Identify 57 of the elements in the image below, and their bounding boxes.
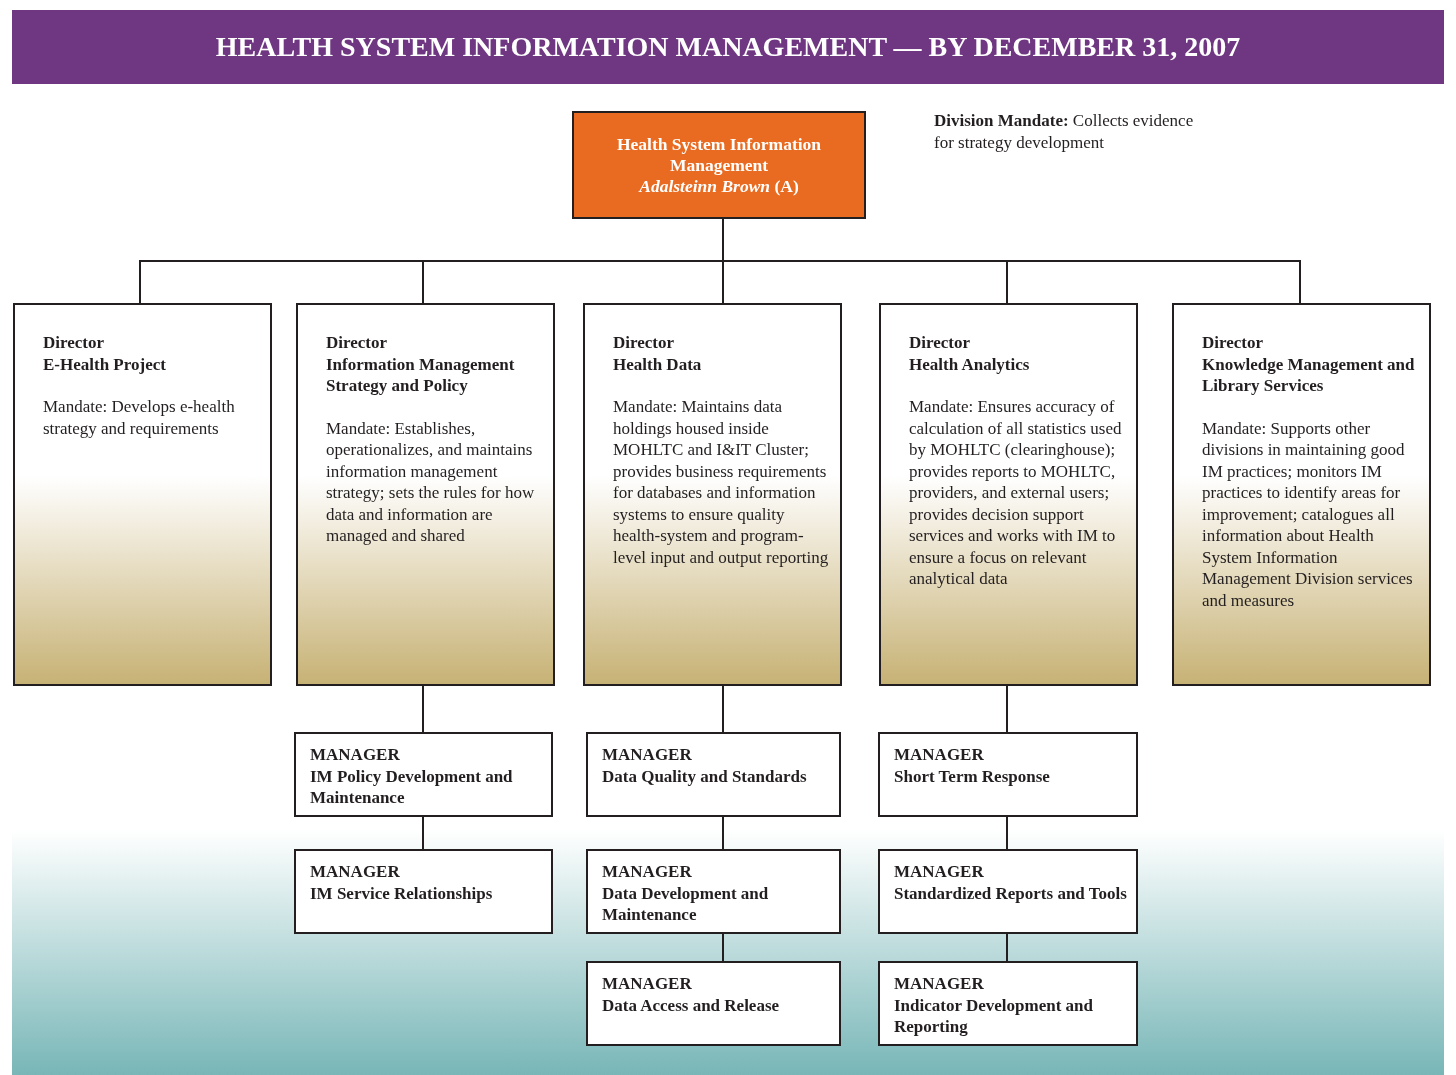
unit-name: Short Term Response bbox=[894, 765, 1051, 787]
connector-line bbox=[422, 816, 424, 850]
manager-box bbox=[586, 732, 841, 817]
director-box bbox=[296, 303, 555, 686]
unit-name: E-Health Project bbox=[43, 353, 167, 375]
role-title: MANAGER bbox=[894, 861, 985, 883]
connector-line bbox=[422, 685, 424, 733]
unit-name: Indicator Development and Reporting bbox=[894, 994, 1094, 1038]
connector-line bbox=[722, 816, 724, 850]
director-box bbox=[583, 303, 842, 686]
connector-line bbox=[1006, 816, 1008, 850]
unit-name: Information Management Strategy and Policy bbox=[326, 353, 516, 397]
role-title: Director bbox=[613, 332, 676, 354]
manager-box bbox=[294, 849, 553, 934]
manager-box bbox=[878, 732, 1138, 817]
unit-name: IM Policy Development and Maintenance bbox=[310, 765, 514, 809]
unit-name: Health Analytics bbox=[909, 353, 1031, 375]
mandate-text: Mandate: Develops e-health strategy and requirements bbox=[43, 396, 236, 439]
division-box bbox=[572, 111, 866, 219]
connector-line bbox=[722, 933, 724, 962]
mandate-text: Mandate: Establishes, operationalizes, and maintains information management strategy; sets the rules for how data and information are managed and shared bbox=[326, 417, 536, 547]
role-title: MANAGER bbox=[602, 861, 693, 883]
director-box bbox=[13, 303, 272, 686]
role-title: MANAGER bbox=[310, 861, 401, 883]
unit-name: Health Data bbox=[613, 353, 703, 375]
unit-name: Data Access and Release bbox=[602, 994, 781, 1016]
connector-line bbox=[722, 685, 724, 733]
division-name: Health System Information Management bbox=[615, 133, 823, 176]
connector-line bbox=[1006, 685, 1008, 733]
mandate-text: Mandate: Maintains data holdings housed inside MOHLTC and I&IT Cluster; provides business requirements for databases and information systems to ensure quality health-system and program-level input and output reporting bbox=[613, 396, 830, 568]
unit-name: IM Service Relationships bbox=[310, 882, 494, 904]
director-box bbox=[1172, 303, 1431, 686]
manager-box bbox=[586, 849, 841, 934]
head-name: Adalsteinn Brown (A) bbox=[637, 175, 800, 197]
role-title: Director bbox=[43, 332, 106, 354]
role-title: MANAGER bbox=[310, 744, 401, 766]
role-title: MANAGER bbox=[602, 973, 693, 995]
mandate-text: Mandate: Supports other divisions in maintaining good IM practices; monitors IM practices to identify areas for improvement; catalogues all information about Health System Information Management Division services and measures bbox=[1202, 417, 1414, 611]
manager-box bbox=[878, 849, 1138, 934]
role-title: MANAGER bbox=[894, 973, 985, 995]
manager-box bbox=[878, 961, 1138, 1046]
unit-name: Standardized Reports and Tools bbox=[894, 882, 1128, 904]
connector-line bbox=[1006, 933, 1008, 962]
manager-box bbox=[294, 732, 553, 817]
role-title: Director bbox=[1202, 332, 1265, 354]
title-banner: HEALTH SYSTEM INFORMATION MANAGEMENT — BY DECEMBER 31, 2007 bbox=[12, 10, 1444, 84]
manager-box bbox=[586, 961, 841, 1046]
role-title: Director bbox=[326, 332, 389, 354]
role-title: Director bbox=[909, 332, 972, 354]
mandate-text: Mandate: Ensures accuracy of calculation of all statistics used by MOHLTC (clearinghouse); provides reports to MOHLTC, providers, and external users; provides decision support services and works with IM to ensure a focus on relevant analytical data bbox=[909, 396, 1123, 590]
mandate-note: Division Mandate: Collects evidence for strategy development bbox=[934, 110, 1194, 153]
director-box bbox=[879, 303, 1138, 686]
role-title: MANAGER bbox=[602, 744, 693, 766]
role-title: MANAGER bbox=[894, 744, 985, 766]
unit-name: Data Quality and Standards bbox=[602, 765, 808, 787]
unit-name: Knowledge Management and Library Services bbox=[1202, 353, 1416, 397]
unit-name: Data Development and Maintenance bbox=[602, 882, 770, 926]
